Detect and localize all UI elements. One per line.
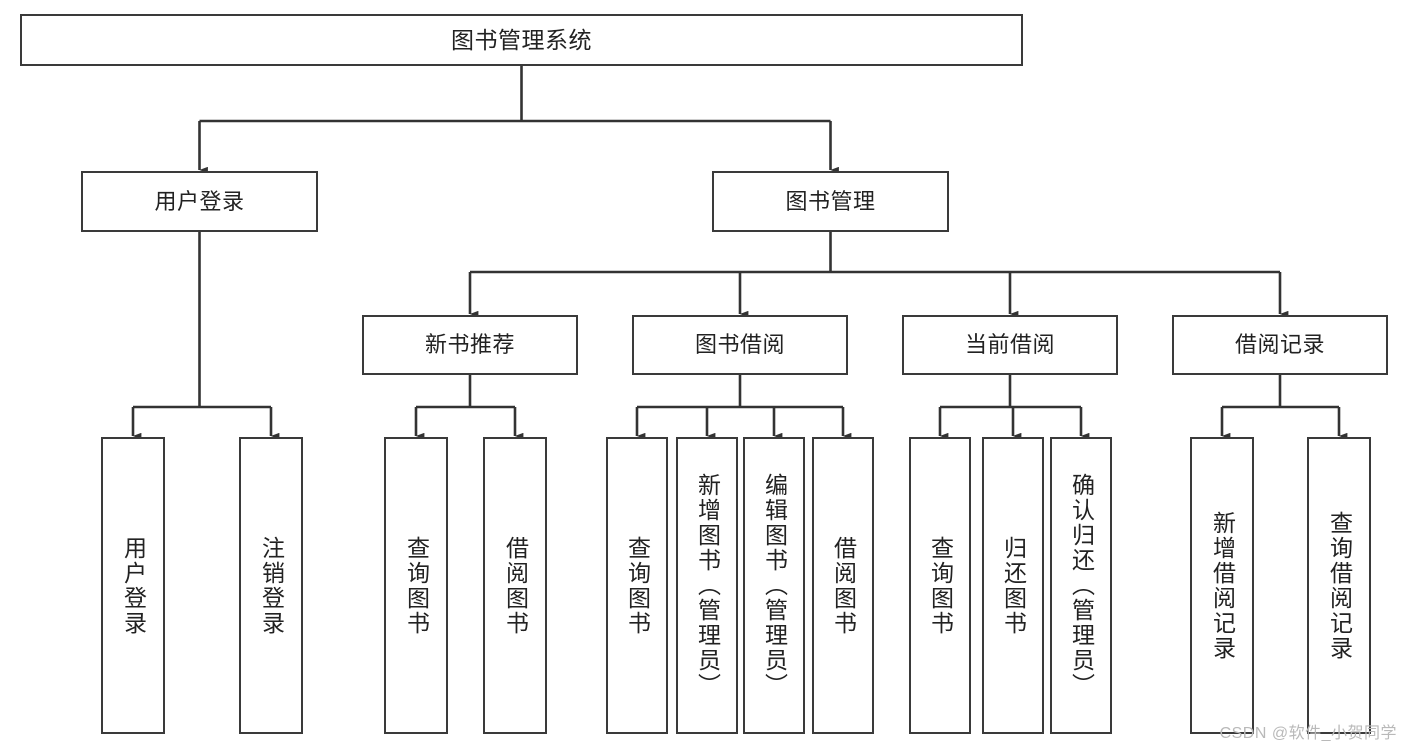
node-label: 当前借阅 — [964, 332, 1055, 358]
node-label: 查询图书 — [624, 535, 651, 636]
node-leaf-confirm-return[interactable]: 确认归还（管理员） — [1050, 437, 1112, 734]
node-leaf-borrow-book-2[interactable]: 借阅图书 — [812, 437, 874, 734]
node-label: 图书管理 — [785, 188, 876, 214]
node-leaf-borrow-book-1[interactable]: 借阅图书 — [483, 437, 547, 734]
node-current-borrow[interactable]: 当前借阅 — [902, 315, 1118, 375]
node-borrow-record[interactable]: 借阅记录 — [1172, 315, 1388, 375]
node-book-borrow[interactable]: 图书借阅 — [632, 315, 848, 375]
node-label: 新书推荐 — [424, 332, 515, 358]
node-label: 查询图书 — [927, 535, 954, 636]
node-label: 注销登录 — [258, 535, 285, 636]
node-label: 新增图书（管理员） — [694, 473, 721, 698]
node-leaf-edit-book[interactable]: 编辑图书（管理员） — [743, 437, 805, 734]
node-label: 新增借阅记录 — [1209, 510, 1236, 661]
node-label: 查询图书 — [403, 535, 430, 636]
node-leaf-user-login[interactable]: 用户登录 — [101, 437, 165, 734]
node-label: 图书管理系统 — [451, 26, 592, 53]
node-label: 归还图书 — [1000, 535, 1027, 636]
node-book-manage[interactable]: 图书管理 — [712, 171, 949, 232]
node-leaf-query-book-3[interactable]: 查询图书 — [909, 437, 971, 734]
csdn-watermark: CSDN @软件_小贺同学 — [1219, 725, 1397, 742]
node-leaf-query-record[interactable]: 查询借阅记录 — [1307, 437, 1371, 734]
node-new-book-recommend[interactable]: 新书推荐 — [362, 315, 578, 375]
node-label: 图书借阅 — [694, 332, 785, 358]
node-label: 确认归还（管理员） — [1068, 473, 1095, 698]
node-leaf-add-record[interactable]: 新增借阅记录 — [1190, 437, 1254, 734]
node-leaf-return-book[interactable]: 归还图书 — [982, 437, 1044, 734]
node-leaf-query-book-2[interactable]: 查询图书 — [606, 437, 668, 734]
node-label: 借阅图书 — [830, 535, 857, 636]
node-leaf-add-book[interactable]: 新增图书（管理员） — [676, 437, 738, 734]
node-leaf-query-book-1[interactable]: 查询图书 — [384, 437, 448, 734]
node-label: 查询借阅记录 — [1326, 510, 1353, 661]
node-label: 借阅图书 — [502, 535, 529, 636]
node-label: 用户登录 — [120, 535, 147, 636]
node-root[interactable]: 图书管理系统 — [20, 14, 1023, 66]
node-leaf-logout-login[interactable]: 注销登录 — [239, 437, 303, 734]
node-user-login[interactable]: 用户登录 — [81, 171, 318, 232]
node-label: 借阅记录 — [1234, 332, 1325, 358]
node-label: 编辑图书（管理员） — [761, 473, 788, 698]
node-label: 用户登录 — [154, 188, 245, 214]
